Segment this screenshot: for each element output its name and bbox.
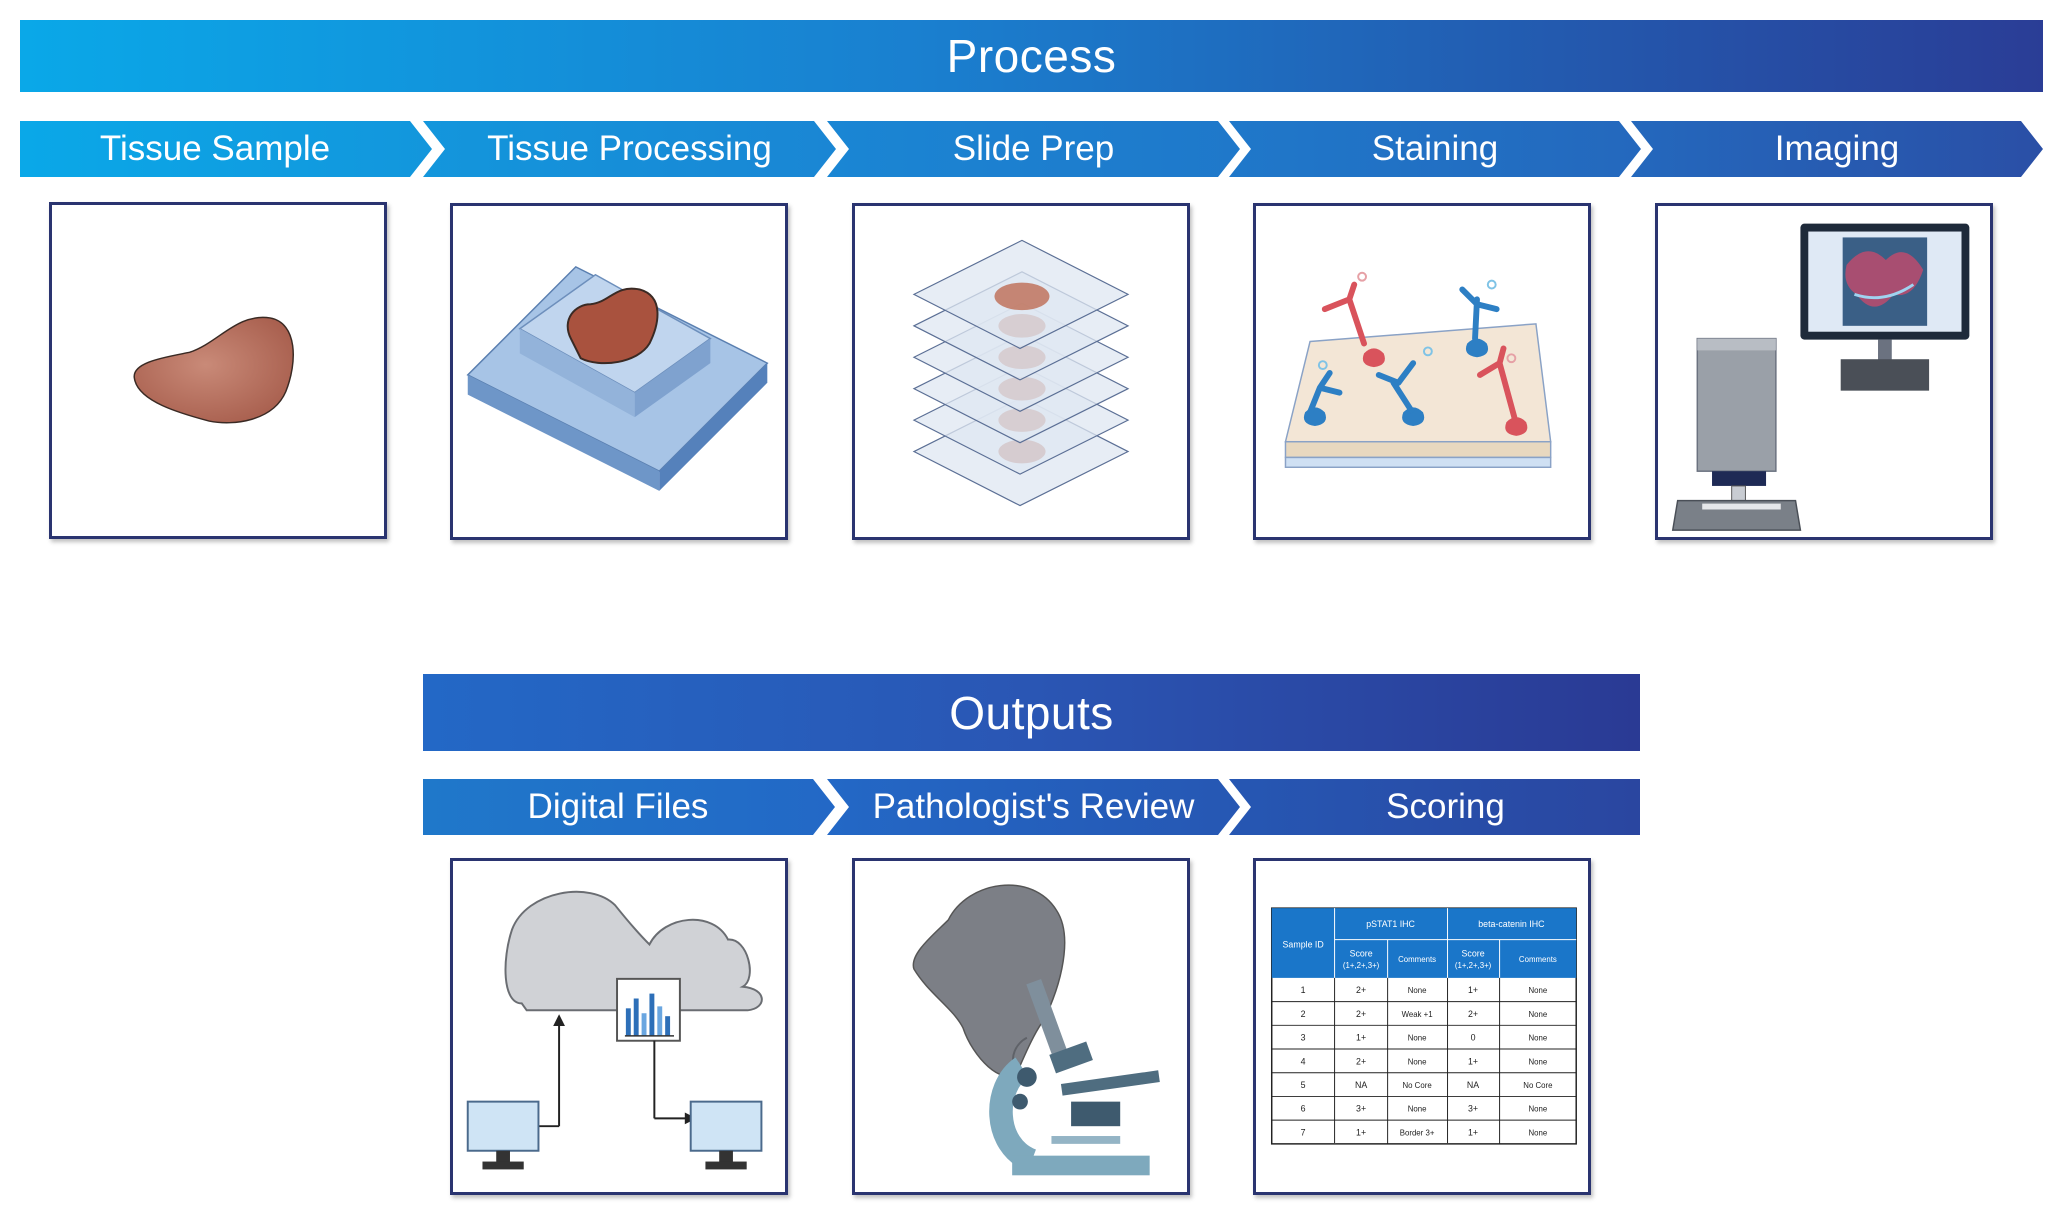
table-cell: NA (1467, 1080, 1479, 1090)
score-scale-1: (1+,2+,3+) (1343, 961, 1380, 970)
table-cell: 1+ (1356, 1127, 1366, 1137)
step-scoring: Scoring (1229, 779, 1640, 835)
cloud-transfer-illustration (466, 890, 763, 1170)
table-cell: Border 3+ (1400, 1128, 1435, 1137)
panel-imaging (1655, 203, 1993, 540)
step-label: Pathologist's Review (872, 787, 1195, 826)
step-imaging: Imaging (1631, 121, 2043, 177)
step-label: Tissue Sample (99, 129, 331, 168)
step-label: Imaging (1774, 129, 1900, 168)
table-cell: None (1529, 1128, 1548, 1137)
step-label: Staining (1371, 129, 1499, 168)
step-digital-files: Digital Files (423, 779, 835, 835)
panel-staining (1253, 203, 1591, 540)
table-cell: 2+ (1356, 1056, 1366, 1066)
step-label: Digital Files (527, 787, 709, 826)
table-cell: 2 (1301, 1009, 1306, 1019)
scanner-and-monitor-illustration (1671, 223, 1970, 531)
panel-scoring: Sample ID pSTAT1 IHC beta-catenin IHC Sc… (1253, 858, 1591, 1195)
table-cell: 5 (1301, 1080, 1306, 1090)
table-cell: 4 (1301, 1056, 1306, 1066)
pathologist-microscope-illustration (912, 884, 1160, 1176)
table-cell: 2+ (1356, 1009, 1366, 1019)
table-cell: 0 (1471, 1033, 1476, 1043)
table-cell: None (1529, 1057, 1548, 1066)
process-banner: Process (20, 20, 2043, 92)
table-cell: 3 (1301, 1033, 1306, 1043)
group2-header: beta-catenin IHC (1478, 919, 1545, 929)
antibody-staining-illustration (1284, 271, 1552, 469)
table-cell: 7 (1301, 1127, 1306, 1137)
table-cell: 1+ (1468, 1056, 1478, 1066)
step-pathologists-review: Pathologist's Review (827, 779, 1240, 835)
table-cell: No Core (1402, 1081, 1432, 1090)
stacked-slides-illustration (912, 239, 1130, 507)
score-header-1: Score (1350, 948, 1373, 958)
table-cell: None (1529, 1034, 1548, 1043)
panel-tissue-sample (49, 202, 387, 539)
table-cell: 6 (1301, 1104, 1306, 1114)
table-cell: 3+ (1356, 1104, 1366, 1114)
table-cell: 2+ (1468, 1009, 1478, 1019)
table-cell: 1+ (1356, 1033, 1366, 1043)
process-title: Process (946, 30, 1117, 82)
step-staining: Staining (1229, 121, 1641, 177)
step-label: Slide Prep (952, 129, 1115, 168)
panel-pathologists-review (852, 858, 1190, 1195)
sample-id-header: Sample ID (1283, 939, 1324, 949)
table-cell: None (1408, 1105, 1427, 1114)
score-header-2: Score (1462, 948, 1485, 958)
tissue-sample-illustration (133, 316, 294, 424)
table-cell: None (1529, 986, 1548, 995)
table-cell: No Core (1523, 1081, 1553, 1090)
table-cell: None (1408, 1057, 1427, 1066)
table-cell: NA (1355, 1080, 1367, 1090)
comments-header-1: Comments (1398, 955, 1436, 964)
outputs-title: Outputs (949, 686, 1114, 739)
table-cell: None (1408, 986, 1427, 995)
panel-digital-files (450, 858, 788, 1195)
table-cell: 2+ (1356, 985, 1366, 995)
table-cell: 1+ (1468, 985, 1478, 995)
step-tissue-sample: Tissue Sample (20, 121, 432, 177)
tissue-cassette-illustration (466, 265, 769, 491)
panel-slide-prep (852, 203, 1190, 540)
step-label: Scoring (1386, 787, 1505, 826)
table-cell: 1 (1301, 985, 1306, 995)
comments-header-2: Comments (1519, 955, 1557, 964)
outputs-banner: Outputs (423, 674, 1640, 751)
table-cell: None (1408, 1034, 1427, 1043)
panel-tissue-processing (450, 203, 788, 540)
table-cell: Weak +1 (1402, 1010, 1433, 1019)
step-tissue-processing: Tissue Processing (423, 121, 836, 177)
step-label: Tissue Processing (487, 129, 772, 168)
table-cell: 1+ (1468, 1127, 1478, 1137)
table-cell: None (1529, 1105, 1548, 1114)
table-cell: 3+ (1468, 1104, 1478, 1114)
step-slide-prep: Slide Prep (827, 121, 1240, 177)
scoring-table: Sample ID pSTAT1 IHC beta-catenin IHC Sc… (1270, 907, 1577, 1145)
table-cell: None (1529, 1010, 1548, 1019)
group1-header: pSTAT1 IHC (1366, 919, 1415, 929)
score-scale-2: (1+,2+,3+) (1455, 961, 1492, 970)
